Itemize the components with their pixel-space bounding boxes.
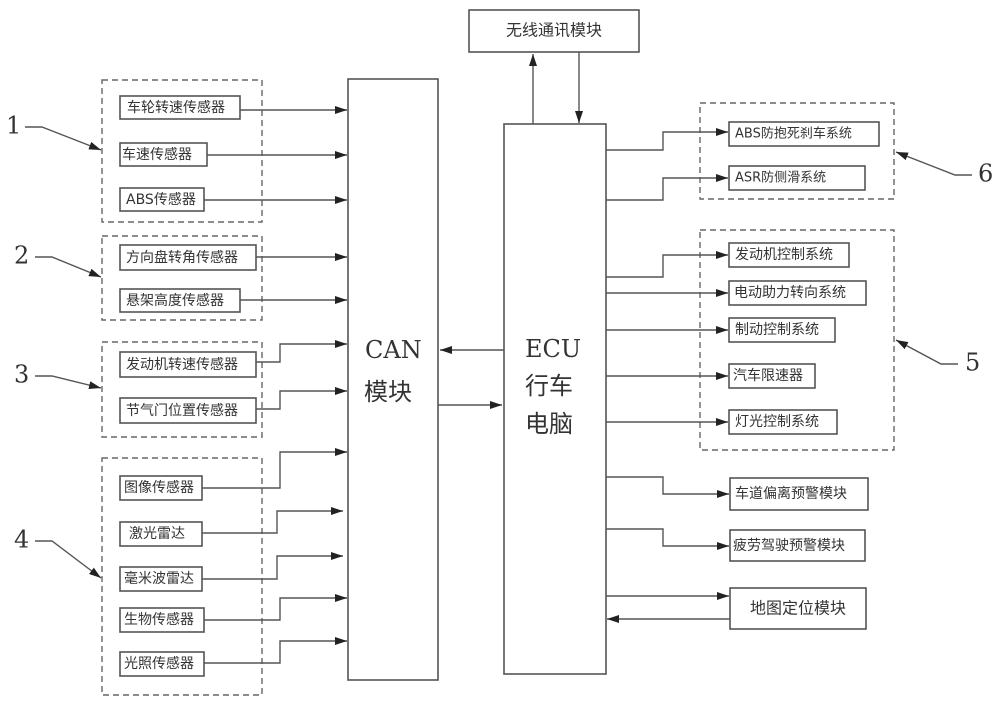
group-4-pointer	[35, 540, 102, 579]
sensor-image-link	[202, 448, 347, 489]
group-3-pointer	[35, 375, 102, 390]
ecu-label-line1: ECU	[525, 335, 581, 363]
group-4-number: 4	[14, 526, 29, 554]
sensor-steering-angle-label: 方向盘转角传感器	[126, 249, 238, 266]
fatigue-driving-warning-box	[729, 529, 866, 562]
output-engine-control-box	[728, 242, 850, 268]
output-group-5-frame	[699, 229, 895, 451]
sensor-mmwave-radar-label: 毫米波雷达	[124, 570, 194, 587]
output-speed-limiter-box	[728, 363, 816, 389]
sensor-engine-speed-label: 发动机转速传感器	[126, 356, 238, 373]
ecu-box	[503, 123, 607, 675]
fatigue-driving-warning-link	[606, 528, 729, 550]
sensor-throttle-position-label: 节气门位置传感器	[126, 402, 238, 419]
wireless-module-label: 无线通讯模块	[506, 21, 602, 40]
lane-departure-warning-link	[606, 476, 729, 498]
sensor-suspension-height-label: 悬架高度传感器	[126, 292, 224, 309]
sensor-throttle-position-box	[119, 397, 257, 424]
sensor-group-1-frame	[101, 79, 263, 223]
output-brake-control-label: 制动控制系统	[735, 322, 819, 338]
sensor-mmwave-radar-box	[119, 566, 203, 592]
fatigue-driving-warning-label: 疲劳驾驶预警模块	[733, 537, 845, 554]
sensor-wheel-speed-box	[119, 95, 241, 120]
ecu-label-line3: 电脑	[525, 410, 573, 438]
output-lighting-control-box	[728, 409, 838, 435]
group-1-number: 1	[6, 112, 21, 140]
sensor-throttle-position-link	[256, 387, 347, 410]
sensor-group-3-frame	[101, 341, 263, 438]
output-abs-brake-link	[606, 128, 728, 151]
sensor-light-box	[119, 651, 205, 677]
output-brake-control-box	[728, 317, 836, 343]
sensor-lidar-label: 激光雷达	[129, 525, 185, 542]
group-6-number: 6	[978, 160, 993, 188]
output-asr-label: ASR防侧滑系统	[735, 170, 826, 186]
sensor-image-label: 图像传感器	[124, 479, 194, 496]
group-6-pointer	[895, 151, 972, 176]
group-1-pointer	[25, 126, 102, 151]
output-eps-box	[728, 280, 867, 306]
sensor-abs-label: ABS传感器	[126, 191, 196, 208]
sensor-lidar-box	[119, 521, 203, 547]
output-abs-brake-label: ABS防抱死刹车系统	[735, 126, 852, 142]
output-abs-brake-box	[728, 121, 880, 147]
group-5-pointer	[895, 339, 958, 365]
wireless-module-box	[468, 9, 640, 53]
can-module-label-line1: CAN	[365, 336, 422, 364]
lane-departure-warning-label: 车道偏离预警模块	[735, 485, 847, 502]
output-asr-link	[606, 174, 728, 201]
output-asr-box	[728, 165, 866, 191]
sensor-group-4-frame	[101, 457, 263, 696]
sensor-engine-speed-box	[119, 351, 257, 378]
output-group-6-frame	[699, 102, 895, 200]
output-engine-control-link	[606, 251, 728, 278]
sensor-mmwave-radar-link	[202, 552, 343, 580]
sensor-vehicle-speed-label: 车速传感器	[122, 146, 192, 163]
group-5-number: 5	[965, 349, 980, 377]
map-positioning-module-box	[729, 587, 867, 630]
output-lighting-control-label: 灯光控制系统	[735, 414, 819, 430]
sensor-group-2-frame	[101, 235, 263, 321]
group-2-number: 2	[14, 242, 29, 270]
sensor-biometric-link	[204, 594, 347, 621]
ecu-label-line2: 行车	[525, 372, 573, 400]
sensor-light-link	[204, 637, 347, 664]
sensor-image-box	[119, 475, 203, 501]
can-module-label-line2: 模块	[364, 378, 412, 406]
sensor-wheel-speed-label: 车轮转速传感器	[127, 99, 225, 116]
output-eps-label: 电动助力转向系统	[734, 285, 846, 301]
group-3-number: 3	[14, 361, 29, 389]
sensor-engine-speed-link	[256, 340, 347, 363]
group-2-pointer	[35, 256, 102, 278]
map-positioning-module-label: 地图定位模块	[750, 599, 846, 618]
lane-departure-warning-box	[729, 477, 869, 511]
output-speed-limiter-label: 汽车限速器	[733, 367, 803, 384]
output-engine-control-label: 发动机控制系统	[735, 247, 833, 263]
sensor-steering-angle-box	[119, 244, 257, 271]
sensor-light-label: 光照传感器	[124, 655, 194, 672]
sensor-lidar-link	[202, 507, 343, 534]
can-module-box	[347, 78, 439, 681]
sensor-biometric-label: 生物传感器	[124, 611, 194, 628]
